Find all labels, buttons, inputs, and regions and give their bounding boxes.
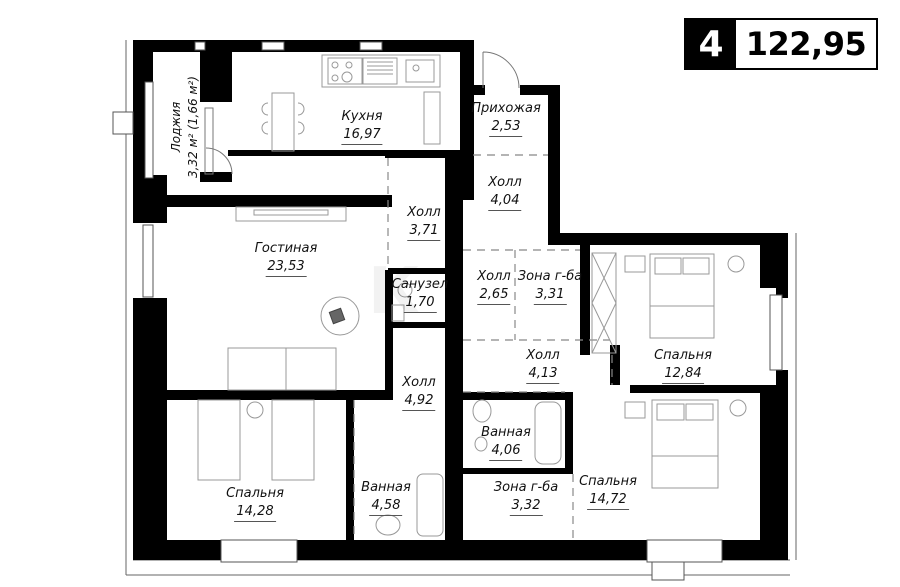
room-name: Спальня [226, 486, 284, 501]
kitchen-furniture [261, 54, 441, 152]
room-area: 16,97 [341, 126, 383, 145]
room-name: Зона г-ба [517, 269, 583, 284]
room-area: 3,32 м² (1,66 м²) [186, 76, 200, 178]
room-label-kitchen: Кухня 16,97 [341, 108, 383, 145]
room-area: 14,28 [234, 503, 276, 522]
room-label-bedroom-1: Спальня 12,84 [654, 347, 712, 384]
room-label-bathroom-1: Ванная 4,06 [481, 424, 531, 461]
room-label-bedroom-2: Спальня 14,28 [226, 485, 284, 522]
room-name: Холл [407, 205, 441, 220]
total-area: 122,95 [745, 25, 867, 63]
room-label-hall-5: Холл 4,92 [402, 374, 436, 411]
room-area: 3,71 [407, 222, 441, 241]
bedroom-furniture [197, 252, 747, 489]
rooms-count: 4 [686, 20, 736, 68]
room-label-dressing-2: Зона г-ба 3,32 [494, 479, 558, 516]
windows [112, 41, 783, 581]
room-label-hall-2: Холл 3,71 [407, 204, 441, 241]
zone-separators [353, 154, 613, 540]
room-label-entrance: Прихожая 2,53 [471, 100, 541, 137]
room-label-loggia: Лоджия 3,32 м² (1,66 м²) [168, 76, 202, 178]
room-label-hall-1: Холл 4,04 [488, 174, 522, 211]
room-area: 23,53 [265, 258, 307, 277]
room-area: 1,70 [403, 294, 437, 313]
room-area: 4,06 [489, 442, 523, 461]
room-area: 2,65 [477, 286, 511, 305]
room-name: Холл [402, 375, 436, 390]
room-name: Спальня [579, 474, 637, 489]
room-name: Лоджия [169, 101, 183, 153]
room-name: Зона г-ба [493, 480, 559, 495]
room-label-bathroom-2: Ванная 4,58 [361, 479, 411, 516]
walls [133, 40, 788, 560]
room-area: 4,58 [369, 497, 403, 516]
room-name: Гостиная [254, 241, 318, 256]
room-area: 3,31 [533, 286, 567, 305]
room-area: 14,72 [587, 491, 629, 510]
room-area: 12,84 [662, 365, 704, 384]
room-name: Холл [477, 269, 511, 284]
room-label-dressing-1: Зона г-ба 3,31 [518, 268, 582, 305]
room-name: Ванная [481, 425, 531, 440]
room-name: Санузел [391, 277, 449, 292]
room-label-living-room: Гостиная 23,53 [254, 240, 318, 277]
room-name: Спальня [654, 348, 712, 363]
room-label-wc: Санузел 1,70 [392, 276, 448, 313]
room-area: 2,53 [489, 118, 523, 137]
room-name: Холл [526, 348, 560, 363]
room-label-hall-3: Холл 2,65 [477, 268, 511, 305]
room-name: Ванная [361, 480, 411, 495]
room-area: 4,13 [526, 365, 560, 384]
room-name: Холл [488, 175, 522, 190]
room-area: 4,04 [488, 192, 522, 211]
room-label-hall-4: Холл 4,13 [526, 347, 560, 384]
bathroom-fixtures [375, 282, 562, 537]
apartment-summary-badge: 4 122,95 [684, 18, 878, 70]
room-name: Прихожая [471, 101, 541, 116]
room-area: 3,32 [509, 497, 543, 516]
watermark: К [368, 255, 423, 329]
room-area: 4,92 [402, 392, 436, 411]
doors [204, 51, 520, 175]
room-label-bedroom-3: Спальня 14,72 [579, 473, 637, 510]
room-name: Кухня [341, 109, 383, 124]
living-furniture [227, 206, 360, 391]
